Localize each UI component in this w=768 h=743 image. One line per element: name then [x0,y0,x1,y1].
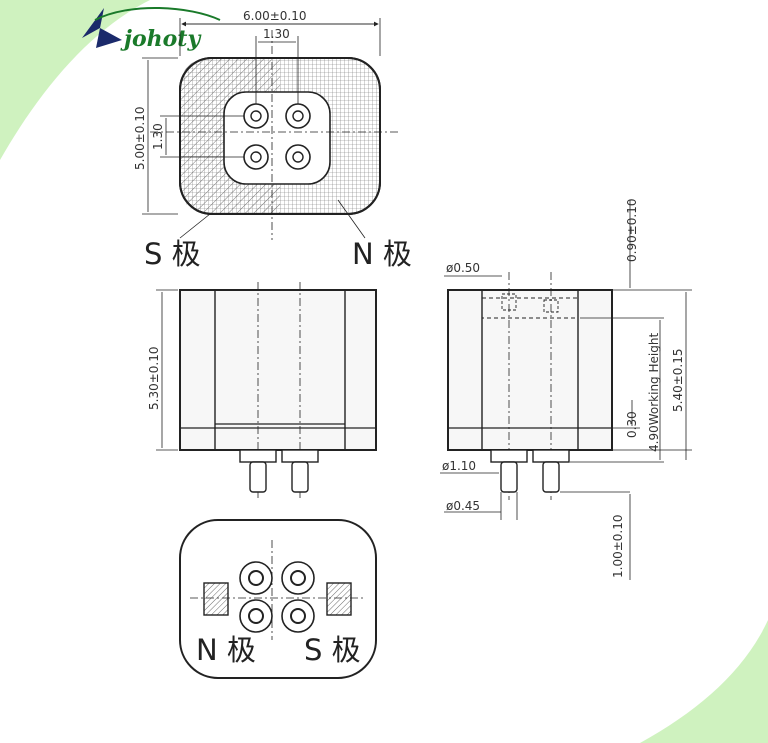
side-pin-length: 1.00±0.10 [611,515,625,579]
side-pin-right [532,449,570,493]
bottom-pad-left [203,582,229,616]
side-total-height: 5.40±0.15 [671,349,685,413]
side-working-height: 4.90Working Height [647,333,661,452]
front-pin-left [239,449,277,493]
bottom-pin-2 [281,561,315,595]
top-view [142,18,400,240]
top-pole-s-label: S 极 [144,237,201,271]
side-collar-dia: ø1.10 [442,459,476,473]
corner-swoosh-bottom-right [640,620,768,743]
front-height-dim: 5.30±0.10 [147,347,161,411]
bottom-pole-s-label: S 极 [304,633,361,667]
front-pin-right [281,449,319,493]
top-height-dim: 5.00±0.10 [133,107,147,171]
side-pin-left [490,449,528,493]
top-pin-4 [285,144,311,170]
bottom-view [179,519,377,679]
bottom-pole-n-label: N 极 [196,633,256,667]
brand-name: johoty [120,26,202,52]
brand-logo: johoty [82,7,221,52]
bottom-pad-right [326,582,352,616]
top-pitch-h-dim: 1.30 [263,27,290,41]
top-pitch-v-dim: 1.30 [151,123,165,150]
side-hole-dia: ø0.50 [446,261,480,275]
top-width-dim: 6.00±0.10 [243,9,307,23]
side-base-dim: 0.30 [625,411,639,438]
top-pole-n-label: N 极 [352,237,412,271]
bottom-pin-1 [239,561,273,595]
side-top-dim: 0.90±0.10 [625,199,639,263]
bottom-pin-3 [239,599,273,633]
side-view [440,200,692,580]
corner-swoosh-top-left [0,0,150,160]
front-view [156,282,377,500]
side-pin-dia: ø0.45 [446,499,480,513]
bottom-pin-4 [281,599,315,633]
